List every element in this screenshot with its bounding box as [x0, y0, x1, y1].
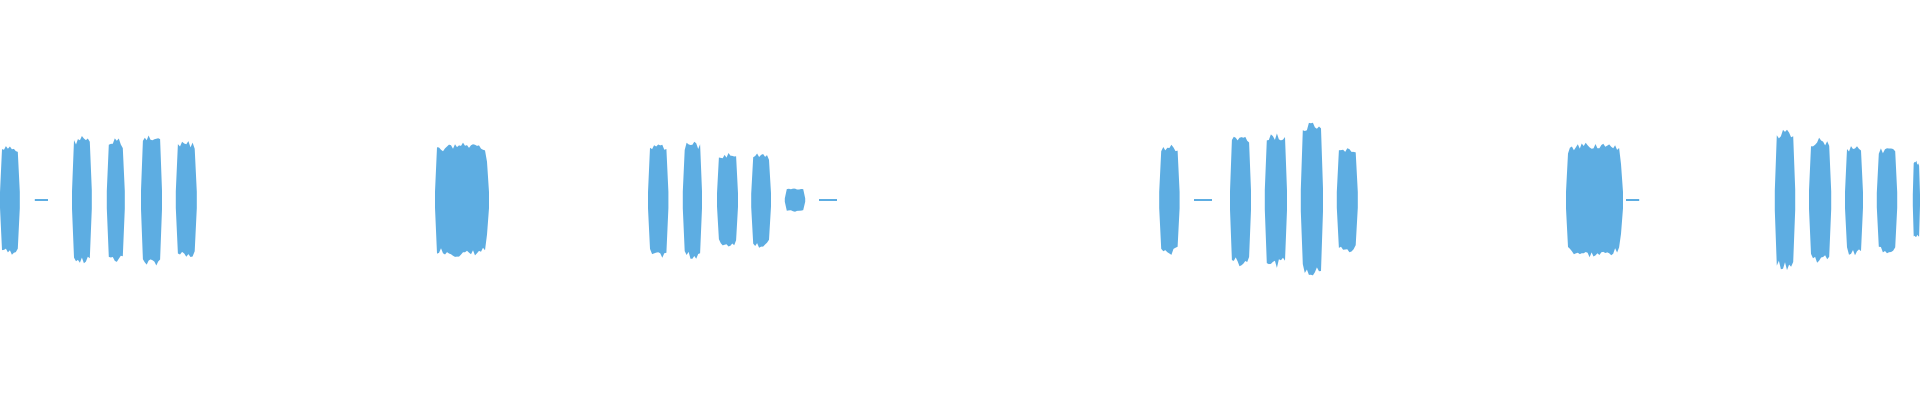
waveform-segment-14 — [1159, 144, 1180, 255]
waveform-segment-18 — [1300, 122, 1323, 276]
waveform-segment-9 — [682, 141, 702, 259]
waveform-segment-5 — [141, 135, 162, 266]
waveform-segment-8 — [648, 144, 669, 258]
waveform-segment-17 — [1264, 133, 1287, 268]
waveform-segment-23 — [1809, 137, 1832, 263]
waveform-segment-19 — [1336, 148, 1358, 253]
waveform-segment-21 — [1626, 199, 1640, 201]
waveform-segment-26 — [1912, 160, 1920, 237]
waveform-segment-3 — [72, 136, 92, 264]
waveform-segment-13 — [819, 199, 837, 201]
waveform-segment-15 — [1194, 199, 1212, 201]
waveform-segment-1 — [0, 146, 20, 255]
waveform-segment-2 — [34, 199, 48, 201]
waveform-segment-6 — [175, 141, 197, 257]
waveform-segment-24 — [1845, 146, 1863, 256]
waveform-segment-25 — [1876, 148, 1898, 254]
waveform-segment-20 — [1566, 142, 1623, 258]
waveform-segment-22 — [1774, 129, 1796, 271]
waveform-segment-12 — [784, 188, 806, 212]
waveform-segment-7 — [435, 142, 489, 257]
waveform-segment-10 — [717, 153, 738, 247]
waveform-segment-16 — [1230, 136, 1251, 267]
waveform-segment-4 — [106, 138, 125, 262]
waveform-segments — [0, 122, 1920, 276]
waveform-segment-11 — [751, 153, 771, 248]
